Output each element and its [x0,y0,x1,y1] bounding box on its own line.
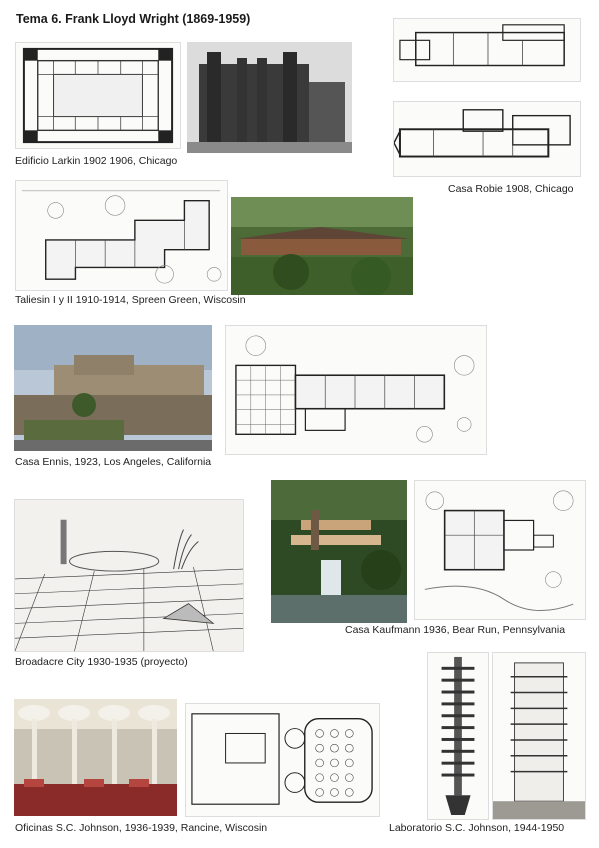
broadacre-caption: Broadacre City 1930-1935 (proyecto) [15,656,188,668]
page-title: Tema 6. Frank Lloyd Wright (1869-1959) [16,12,251,26]
johnson-lab-caption: Laboratorio S.C. Johnson, 1944-1950 [389,822,565,834]
taliesin-plan-image [15,180,228,291]
johnson-offices-plan-image [185,703,380,817]
kaufmann-plan-image [414,480,586,620]
robie-plan-upper-image [393,18,581,82]
johnson-lab-render-image [492,652,586,820]
johnson-lab-section-image [427,652,489,820]
larkin-plan-image [15,42,181,149]
taliesin-photo-image [231,197,413,295]
broadacre-sketch-image [14,499,244,652]
robie-plan-lower-image [393,101,581,177]
johnson-offices-caption: Oficinas S.C. Johnson, 1936-1939, Rancin… [15,822,268,834]
ennis-photo-image [14,325,212,451]
kaufmann-photo-image [271,480,407,623]
ennis-caption: Casa Ennis, 1923, Los Angeles, Californi… [15,456,212,468]
kaufmann-caption: Casa Kaufmann 1936, Bear Run, Pennsylvan… [345,624,566,636]
taliesin-caption: Taliesin I y II 1910-1914, Spreen Green,… [15,294,246,306]
robie-caption: Casa Robie 1908, Chicago [448,183,574,195]
ennis-plan-image [225,325,487,455]
larkin-photo-image [187,42,352,153]
larkin-caption: Edificio Larkin 1902 1906, Chicago [15,155,178,167]
johnson-offices-photo-image [14,699,177,816]
